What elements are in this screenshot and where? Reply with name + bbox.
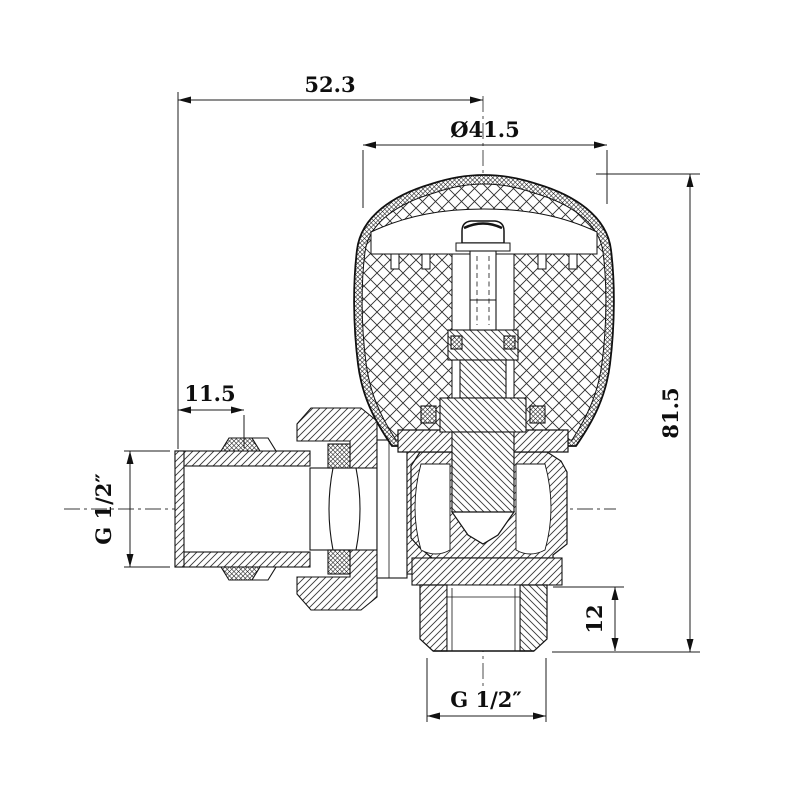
valve-cone [450,511,516,545]
o-ring-upper-left [450,335,463,350]
dim-tail-plain-label: 11.5 [184,381,235,406]
bonnet-step-mid [459,359,507,399]
tailpiece-bore [175,466,310,552]
stem-flange [455,242,511,252]
body-bore-right [515,463,552,555]
tailpiece [174,437,311,581]
valve-bonnet [397,329,569,545]
dim-bottom-thread-label: G 1/2″ [450,687,522,712]
body-bore-left [414,463,451,555]
dim-port-depth: 12 [553,586,624,651]
hex-flat-arcs [328,467,361,551]
tailpiece-bottom-wall [174,551,311,568]
tailpiece-top-wall [174,450,311,467]
nut-seal-bottom [327,549,351,575]
dim-head-diameter-label: Ø41.5 [450,117,519,142]
union-interface [376,439,408,579]
dim-tail-thread: G 1/2″ [91,450,170,568]
spindle-lower [451,431,515,513]
dim-overall-height-label: 81.5 [658,387,683,438]
washer-bottom [251,566,277,581]
stem-screw-head [461,220,505,244]
cap-rib-slot [390,253,400,270]
port-wall-right [519,584,548,652]
union-nut-hex-window [309,467,378,551]
dim-port-depth-label: 12 [582,604,607,633]
dim-tail-thread-label: G 1/2″ [91,473,116,545]
valve-stem [455,220,511,331]
stem-thread-lines [476,256,490,325]
dim-top-width-label: 52.3 [304,72,355,97]
body-bottom-collar [411,557,563,586]
cap-rib-slot [537,253,547,270]
o-ring-gland-right [529,405,546,424]
cap-rib-slot [421,253,431,270]
dimension-annotations: 52.3 Ø41.5 11.5 G 1/2″ 81.5 1 [91,72,700,722]
o-ring-upper-right [503,335,516,350]
dim-tail-plain-length: 11.5 [178,381,245,448]
nut-seal-top [327,443,351,469]
o-ring-gland-left [420,405,437,424]
port-thread-lines [447,588,520,651]
stem-screw-head-top [463,222,503,230]
port-thread-bore [446,584,521,652]
bottom-port [419,584,548,652]
cap-rib-slot [568,253,578,270]
dim-head-diameter: Ø41.5 [362,117,608,208]
port-wall-left [419,584,448,652]
washer-top [251,437,277,452]
tailpiece-end-face [174,450,185,568]
dim-bottom-thread: G 1/2″ [426,658,547,722]
dim-overall-height: 81.5 [552,173,700,653]
bonnet-gland [439,397,527,433]
dim-top-width: 52.3 [177,72,483,449]
stem-shaft [469,250,497,331]
